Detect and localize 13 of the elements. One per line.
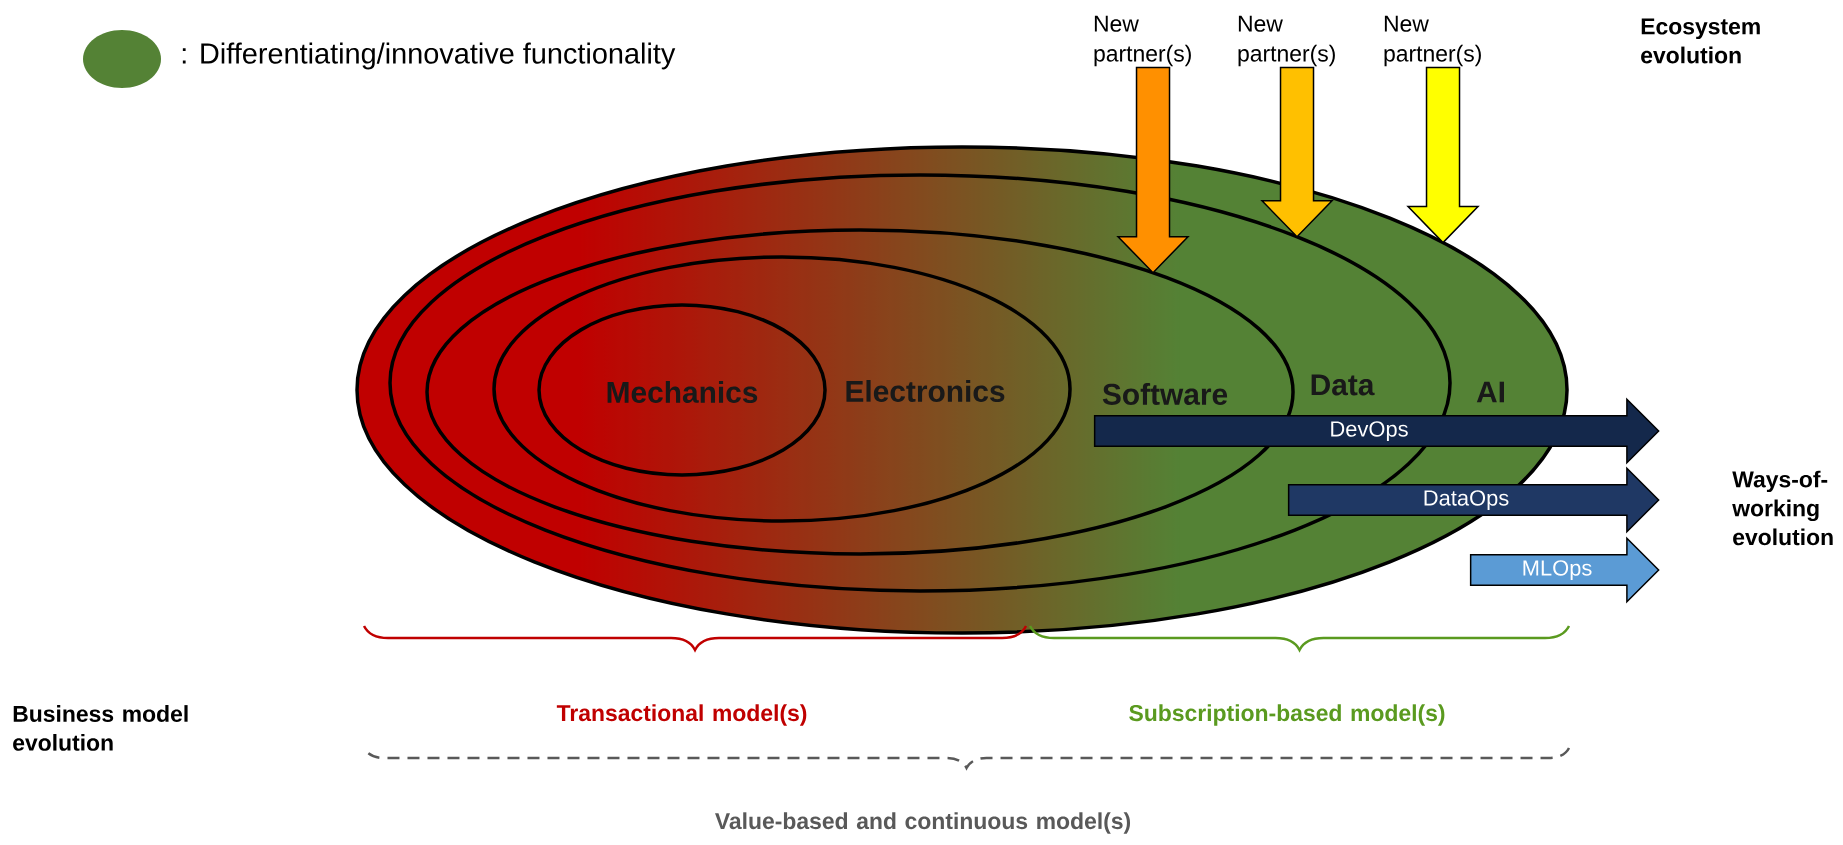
label-text: New partner(s) [1238, 15, 1335, 67]
label-text: Ecosystem evolution [1641, 18, 1760, 64]
label-text: New partner(s) [1094, 15, 1191, 67]
label-text: Ways-of-working evolution [1732, 470, 1833, 546]
block-arrow [1406, 66, 1480, 244]
label-text: Subscription-based model(s) [1129, 704, 1445, 726]
label-text: Value-based and continuous model(s) [715, 812, 1131, 834]
legend-text: : Differentiating/innovative functionality [182, 42, 676, 70]
block-arrow [1260, 66, 1334, 238]
label-text: Transactional model(s) [556, 704, 807, 726]
block-arrow [1116, 66, 1190, 274]
label-text: New partner(s) [1384, 15, 1481, 67]
label-text: Business model evolution [13, 705, 188, 751]
